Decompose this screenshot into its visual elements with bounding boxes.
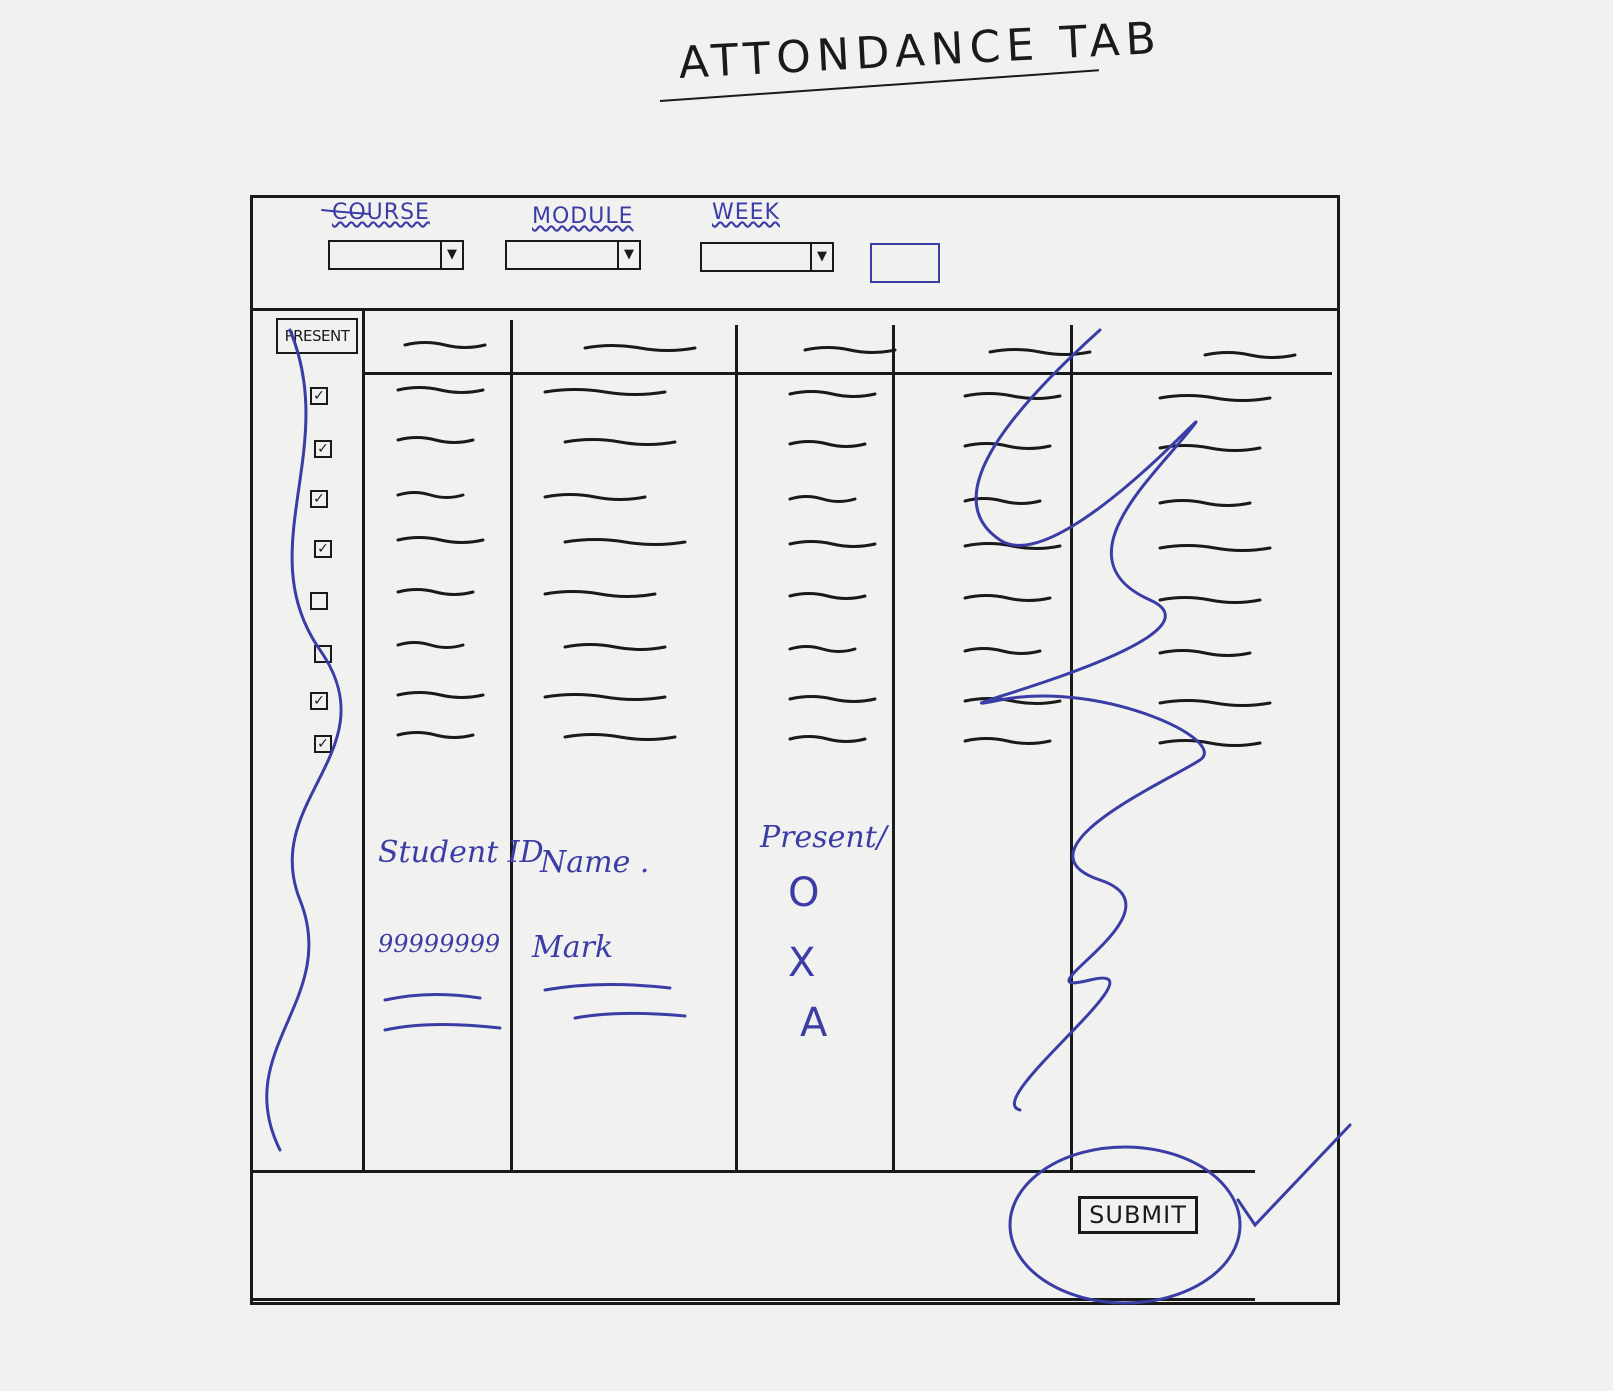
present-checkbox[interactable]: ✓: [314, 440, 332, 458]
student-id-note: Student ID: [378, 835, 544, 870]
present-checkbox[interactable]: ✓: [310, 490, 328, 508]
table-top-border: [252, 308, 1337, 311]
table-bottom-border: [250, 1170, 1255, 1173]
status-absent-mark: A: [800, 1000, 828, 1046]
window-frame: [250, 195, 1340, 1305]
column-divider: [735, 325, 738, 1170]
present-checkbox[interactable]: ✓: [310, 692, 328, 710]
column-divider: [1070, 325, 1073, 1170]
course-dropdown[interactable]: ▼: [328, 240, 464, 270]
chevron-down-icon: ▼: [810, 244, 832, 270]
status-excused-mark: X: [788, 940, 816, 986]
column-divider: [362, 310, 365, 1170]
column-divider: [892, 325, 895, 1170]
week-label: WEEK: [712, 200, 780, 225]
present-checkbox[interactable]: ✓: [314, 540, 332, 558]
week-dropdown[interactable]: ▼: [700, 242, 834, 272]
status-present-mark: O: [788, 870, 820, 916]
submit-button[interactable]: SUBMIT: [1078, 1196, 1198, 1234]
present-checkbox[interactable]: ✓: [314, 735, 332, 753]
present-checkbox[interactable]: [310, 592, 328, 610]
module-dropdown[interactable]: ▼: [505, 240, 641, 270]
name-note: Name .: [540, 845, 650, 880]
module-label: MODULE: [532, 204, 634, 229]
table-header-divider: [362, 372, 1332, 375]
example-student-id: 99999999: [378, 930, 501, 958]
present-column-header: PRESENT: [276, 318, 358, 354]
go-button[interactable]: [870, 243, 940, 283]
chevron-down-icon: ▼: [617, 242, 639, 268]
example-student-name: Mark: [532, 930, 614, 965]
column-divider: [510, 320, 513, 1170]
chevron-down-icon: ▼: [440, 242, 462, 268]
footer-bottom-border: [250, 1298, 1255, 1301]
present-note: Present/: [760, 820, 887, 855]
present-checkbox[interactable]: [314, 645, 332, 663]
present-checkbox[interactable]: ✓: [310, 387, 328, 405]
